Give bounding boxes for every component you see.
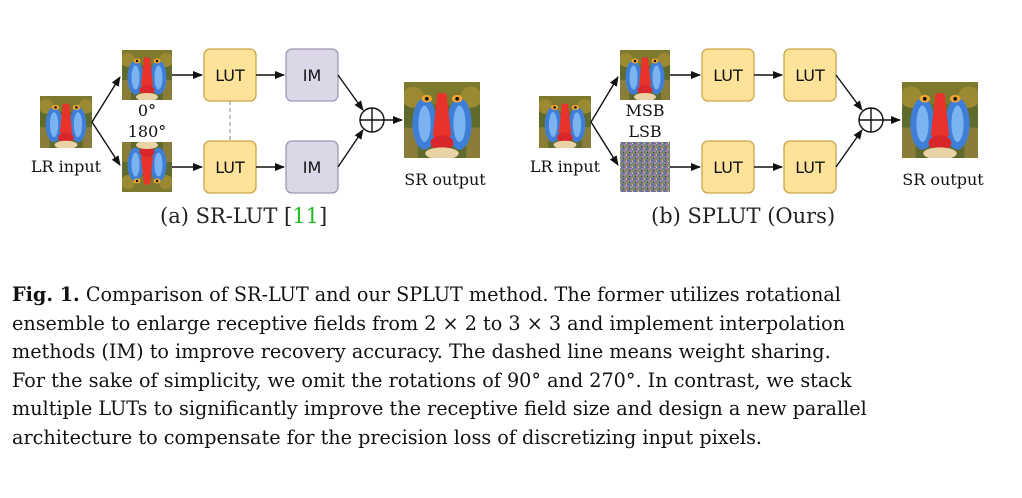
lut-box-b-top-2: LUT (783, 48, 837, 102)
svg-text:IM: IM (303, 66, 322, 85)
caption-line-5: multiple LUTs to significantly improve t… (12, 397, 867, 421)
im-box-top: IM (285, 48, 339, 102)
figure-diagram: LR input 0° 180° LUT LUT (31, 48, 984, 194)
arrow-a-in-bottom (91, 121, 121, 166)
lut-box-b-bottom-1: LUT (701, 140, 755, 194)
msb-image (620, 50, 670, 100)
sr-output-image-a (404, 82, 480, 158)
svg-text:IM: IM (303, 158, 322, 177)
rotation-label-180: 180° (128, 122, 167, 141)
sr-output-image-b (902, 82, 978, 158)
arrow-a-im-sum-bottom (337, 129, 364, 168)
lut-box-b-top-1: LUT (701, 48, 755, 102)
lsb-label: LSB (628, 122, 661, 141)
diagram-a: LR input 0° 180° LUT LUT (31, 48, 486, 194)
diagram-b: LR input MSB LSB LUT LUT (530, 48, 984, 194)
lut-box-a-top: LUT (203, 48, 257, 102)
rotation-label-0: 0° (138, 101, 156, 120)
svg-text:LUT: LUT (215, 66, 245, 85)
im-box-bottom: IM (285, 140, 339, 194)
arrow-b-lut-sum-top (835, 74, 863, 111)
rotated-image-0 (122, 50, 172, 100)
svg-text:LUT: LUT (713, 158, 743, 177)
subcaption-a: (a) SR-LUT [11] (160, 204, 328, 228)
figure-caption: Fig. 1. Comparison of SR-LUT and our SPL… (12, 281, 1012, 453)
lr-input-image-b (539, 96, 591, 148)
sum-node-a (359, 107, 385, 133)
caption-line-4: For the sake of simplicity, we omit the … (12, 368, 852, 392)
svg-text:LUT: LUT (713, 66, 743, 85)
citation-link[interactable]: 11 (292, 204, 319, 228)
lut-box-b-bottom-2: LUT (783, 140, 837, 194)
svg-text:LUT: LUT (795, 66, 825, 85)
rotated-image-180 (122, 142, 172, 192)
caption-line-6: architecture to compensate for the preci… (12, 425, 763, 449)
sum-node-b (858, 107, 884, 133)
lr-input-image-a (40, 96, 92, 148)
caption-line-3: methods (IM) to improve recovery accurac… (12, 340, 831, 364)
caption-line-1: Fig. 1. Comparison of SR-LUT and our SPL… (12, 283, 841, 306)
arrow-a-in-top (91, 76, 121, 123)
arrow-b-in-bottom (590, 121, 619, 166)
sr-output-label-b: SR output (902, 170, 984, 189)
lsb-noise-image (620, 142, 670, 192)
lut-box-a-bottom: LUT (203, 140, 257, 194)
figure-label: Fig. 1. (12, 283, 80, 306)
sr-output-label-a: SR output (404, 170, 486, 189)
svg-text:LUT: LUT (215, 158, 245, 177)
lr-input-label-b: LR input (530, 157, 601, 176)
arrow-b-in-top (590, 76, 619, 123)
caption-line-2: ensemble to enlarge receptive fields fro… (12, 311, 846, 335)
arrow-b-lut-sum-bottom (835, 129, 863, 168)
subcaption-b: (b) SPLUT (Ours) (651, 204, 836, 228)
arrow-a-im-sum-top (337, 74, 364, 111)
svg-text:LUT: LUT (795, 158, 825, 177)
msb-label: MSB (625, 101, 664, 120)
lr-input-label-a: LR input (31, 157, 102, 176)
